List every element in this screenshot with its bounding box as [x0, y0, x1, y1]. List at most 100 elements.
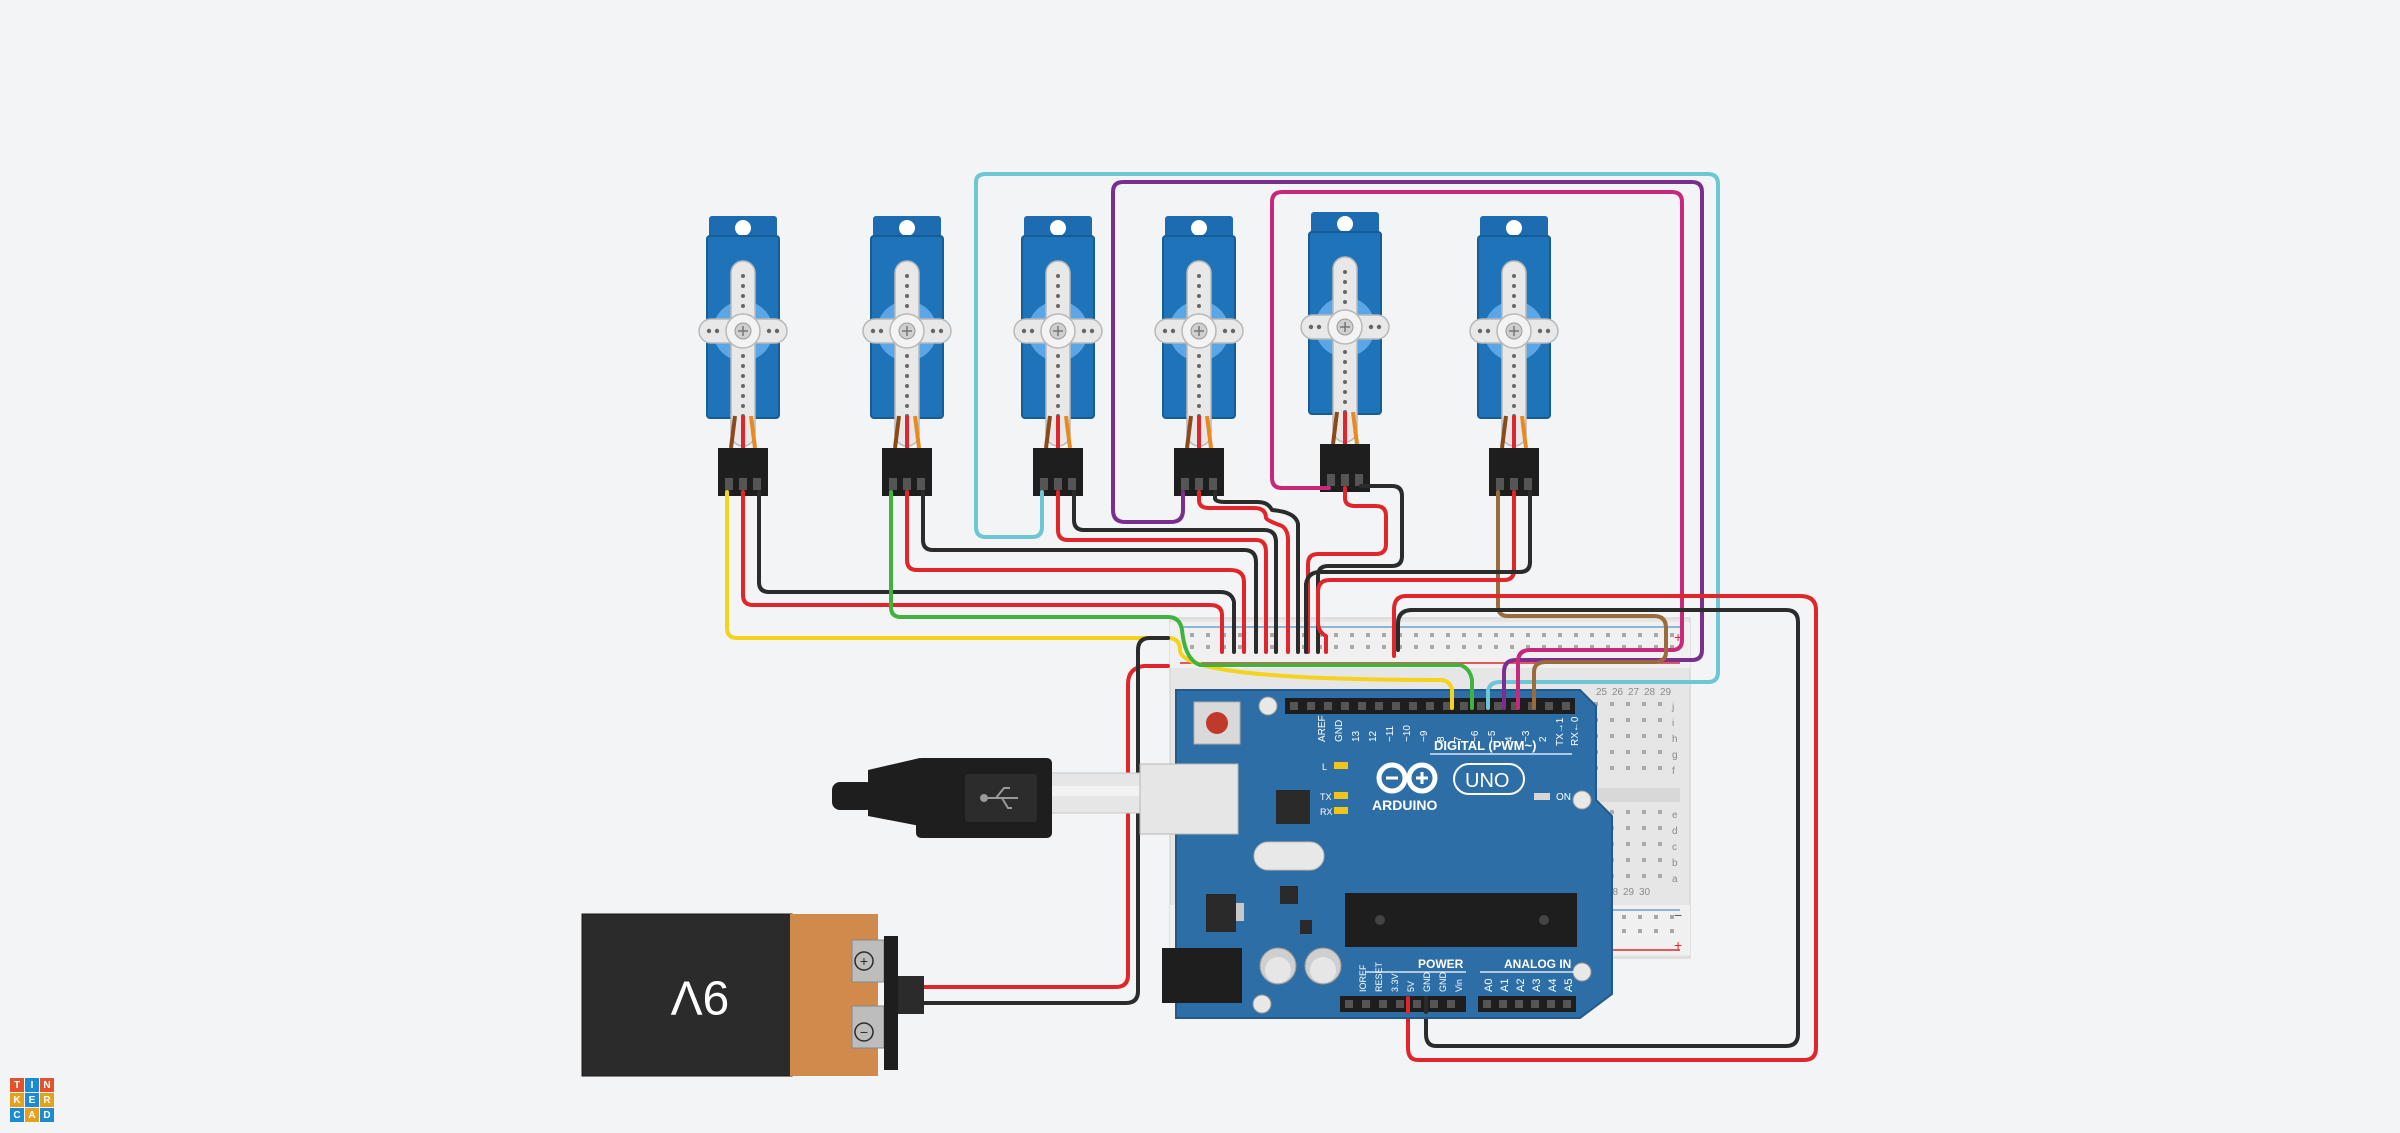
usb-icon: [980, 787, 1018, 809]
wire-red[interactable]: [1056, 490, 1268, 654]
pin-label: Vin: [1454, 979, 1464, 992]
pin-label: GND: [1334, 720, 1345, 742]
arduino-uno-board[interactable]: AREF GND 13 12 ~11 ~10 ~9 8 7 ~6 ~5 4 ~3…: [1139, 689, 1613, 1019]
bb-col-label: 25: [1596, 687, 1608, 698]
bb-row-label: e: [1672, 810, 1678, 821]
bb-row-label: g: [1672, 750, 1678, 761]
wire-purple[interactable]: [1111, 180, 1704, 707]
pin-label: 2: [1538, 736, 1549, 742]
pin-label: RESET: [1374, 961, 1384, 992]
pin-label: 12: [1368, 730, 1379, 742]
pin-label: IOREF: [1358, 964, 1368, 992]
bb-row-label: a: [1672, 874, 1678, 885]
battery-negative-terminal[interactable]: −: [851, 1005, 885, 1049]
wire-black[interactable]: [1072, 490, 1278, 654]
wire-brown[interactable]: [1496, 490, 1668, 707]
rail-minus-label: −: [1674, 907, 1682, 923]
usb-cable[interactable]: [832, 758, 1141, 838]
servo-motor[interactable]: [1012, 214, 1104, 498]
analog-pin-header[interactable]: [1478, 996, 1576, 1012]
reset-button[interactable]: [1193, 701, 1241, 745]
arduino-model: UNO: [1465, 770, 1509, 792]
pin-label: TX→1: [1555, 717, 1566, 746]
pin-label: A5: [1563, 979, 1575, 992]
bb-col-label: 29: [1623, 887, 1635, 898]
pin-label: ~5: [1487, 730, 1498, 742]
wire-black[interactable]: [1213, 490, 1300, 654]
pin-label: A1: [1499, 979, 1511, 992]
wires[interactable]: [725, 172, 1818, 1062]
wire-black[interactable]: [757, 490, 1236, 654]
bb-col-label: 29: [1660, 687, 1672, 698]
wire-red[interactable]: [1392, 594, 1818, 1062]
pin-label: GND: [1422, 972, 1432, 993]
wire-red[interactable]: [905, 490, 1246, 654]
bb-col-label: 30: [1639, 887, 1651, 898]
bb-row-label: h: [1672, 734, 1678, 745]
on-label: ON: [1556, 792, 1571, 803]
wire-yellow[interactable]: [725, 490, 1454, 707]
wire-red[interactable]: [1197, 490, 1290, 654]
analog-pin-labels: A0 A1 A2 A3 A4 A5: [1483, 979, 1575, 992]
wire-magenta[interactable]: [1270, 190, 1684, 707]
wire-red[interactable]: [741, 490, 1224, 654]
rail-plus-label: +: [1674, 629, 1682, 645]
pin-label: A0: [1483, 979, 1495, 992]
wire-green[interactable]: [889, 490, 1474, 707]
bb-row-label: j: [1671, 702, 1674, 713]
wire-black[interactable]: [1396, 608, 1800, 1048]
battery-9v[interactable]: 9V + −: [581, 913, 924, 1077]
arduino-logo-icon: [1376, 762, 1438, 794]
pin-label: 7: [1453, 736, 1464, 742]
battery-plus-label: +: [860, 953, 868, 969]
pin-label: A2: [1515, 979, 1527, 992]
wire-black[interactable]: [920, 636, 1170, 1005]
bb-row-label: d: [1672, 826, 1678, 837]
battery-minus-label: −: [860, 1024, 868, 1040]
servo-motor[interactable]: [697, 214, 789, 498]
bb-row-label: c: [1672, 842, 1677, 853]
logo-letter: K: [10, 1093, 24, 1107]
battery-clip: [884, 936, 898, 1070]
servo-motor[interactable]: [1468, 214, 1560, 498]
pin-label: ~10: [1402, 725, 1413, 742]
tinkercad-logo: T I N K E R C A D: [10, 1078, 54, 1122]
digital-pin-labels: AREF GND 13 12 ~11 ~10 ~9 8 7 ~6 ~5 4 ~3…: [1317, 715, 1581, 746]
logo-letter: T: [10, 1078, 24, 1092]
pin-label: ~11: [1385, 725, 1396, 742]
battery-positive-terminal[interactable]: +: [851, 939, 885, 983]
pin-label: GND: [1438, 972, 1448, 993]
pin-label: ~3: [1521, 730, 1532, 742]
status-leds: L TX RX: [1320, 762, 1348, 817]
logo-letter: N: [40, 1078, 54, 1092]
wire-black[interactable]: [921, 490, 1258, 654]
bb-row-label: b: [1672, 858, 1678, 869]
pin-label: RX←0: [1570, 716, 1581, 746]
logo-letter: C: [10, 1108, 24, 1122]
power-header-label: POWER: [1418, 957, 1464, 971]
pin-wire-ends: [1406, 688, 1536, 1014]
rail-plus-label: +: [1674, 937, 1682, 953]
bb-col-label: 27: [1628, 687, 1640, 698]
bb-row-label: i: [1672, 718, 1674, 729]
breadboard-row-letters: j i h g f e d c b a: [1671, 702, 1678, 885]
logo-letter: A: [25, 1108, 39, 1122]
servo-motor[interactable]: [1299, 210, 1391, 494]
pin-label: AREF: [1317, 715, 1328, 742]
pin-label: 3.3V: [1390, 973, 1400, 992]
led-label: TX: [1320, 792, 1332, 802]
logo-letter: R: [40, 1093, 54, 1107]
servo-motor[interactable]: [861, 214, 953, 498]
servo-motor[interactable]: [1153, 214, 1245, 498]
bb-row-label: f: [1672, 766, 1675, 777]
pin-label: 8: [1436, 736, 1447, 742]
wire-red[interactable]: [1306, 486, 1388, 654]
bb-col-label: 26: [1612, 687, 1624, 698]
pin-label: ~9: [1419, 730, 1430, 742]
pin-label: A3: [1531, 979, 1543, 992]
wire-black[interactable]: [1316, 484, 1404, 654]
led-label: RX: [1320, 807, 1333, 817]
wire-black[interactable]: [1304, 490, 1532, 654]
wire-red[interactable]: [1316, 490, 1516, 654]
